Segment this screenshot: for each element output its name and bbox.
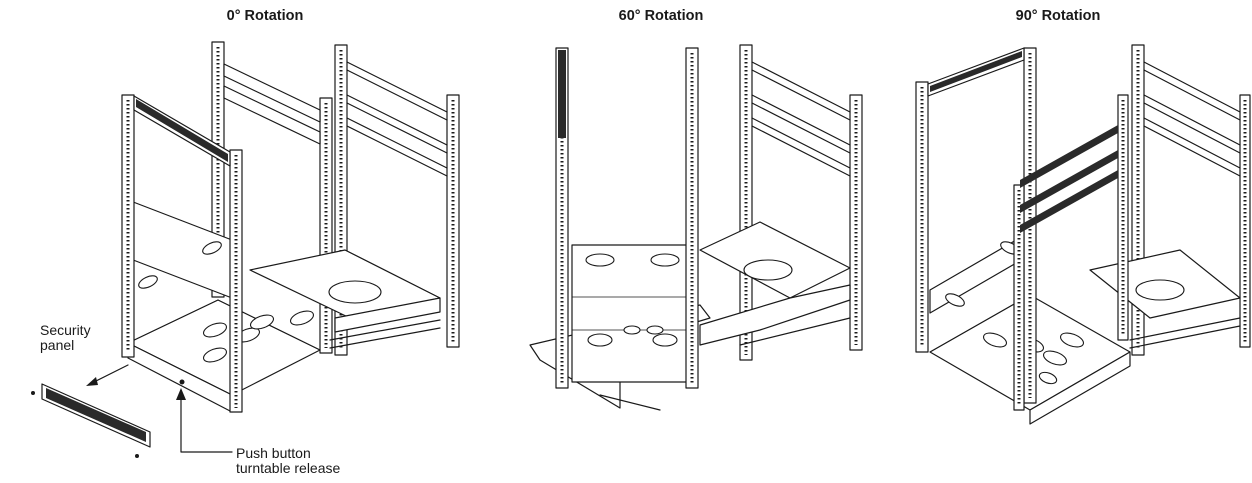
title-60-rotation: 60° Rotation [618,8,704,24]
front-frame [529,47,711,411]
security-panel [31,383,151,458]
turntable-base [699,221,851,346]
rack-90-rotation [915,44,1251,425]
rack-60-rotation [529,44,863,411]
turntable-base [249,249,441,349]
security-panel-label: Security panel [40,322,91,353]
front-frame [915,47,1131,425]
title-90-rotation: 90° Rotation [1015,8,1101,24]
turntable-base [1089,249,1241,349]
callout-arrows [86,364,233,453]
front-frame [121,94,321,413]
side-rails [1020,94,1129,341]
rack-0-rotation [31,41,460,458]
push-button-label: Push button turntable release [236,445,341,476]
title-0-rotation: 0° Rotation [226,8,304,24]
rear-frame [739,44,863,361]
